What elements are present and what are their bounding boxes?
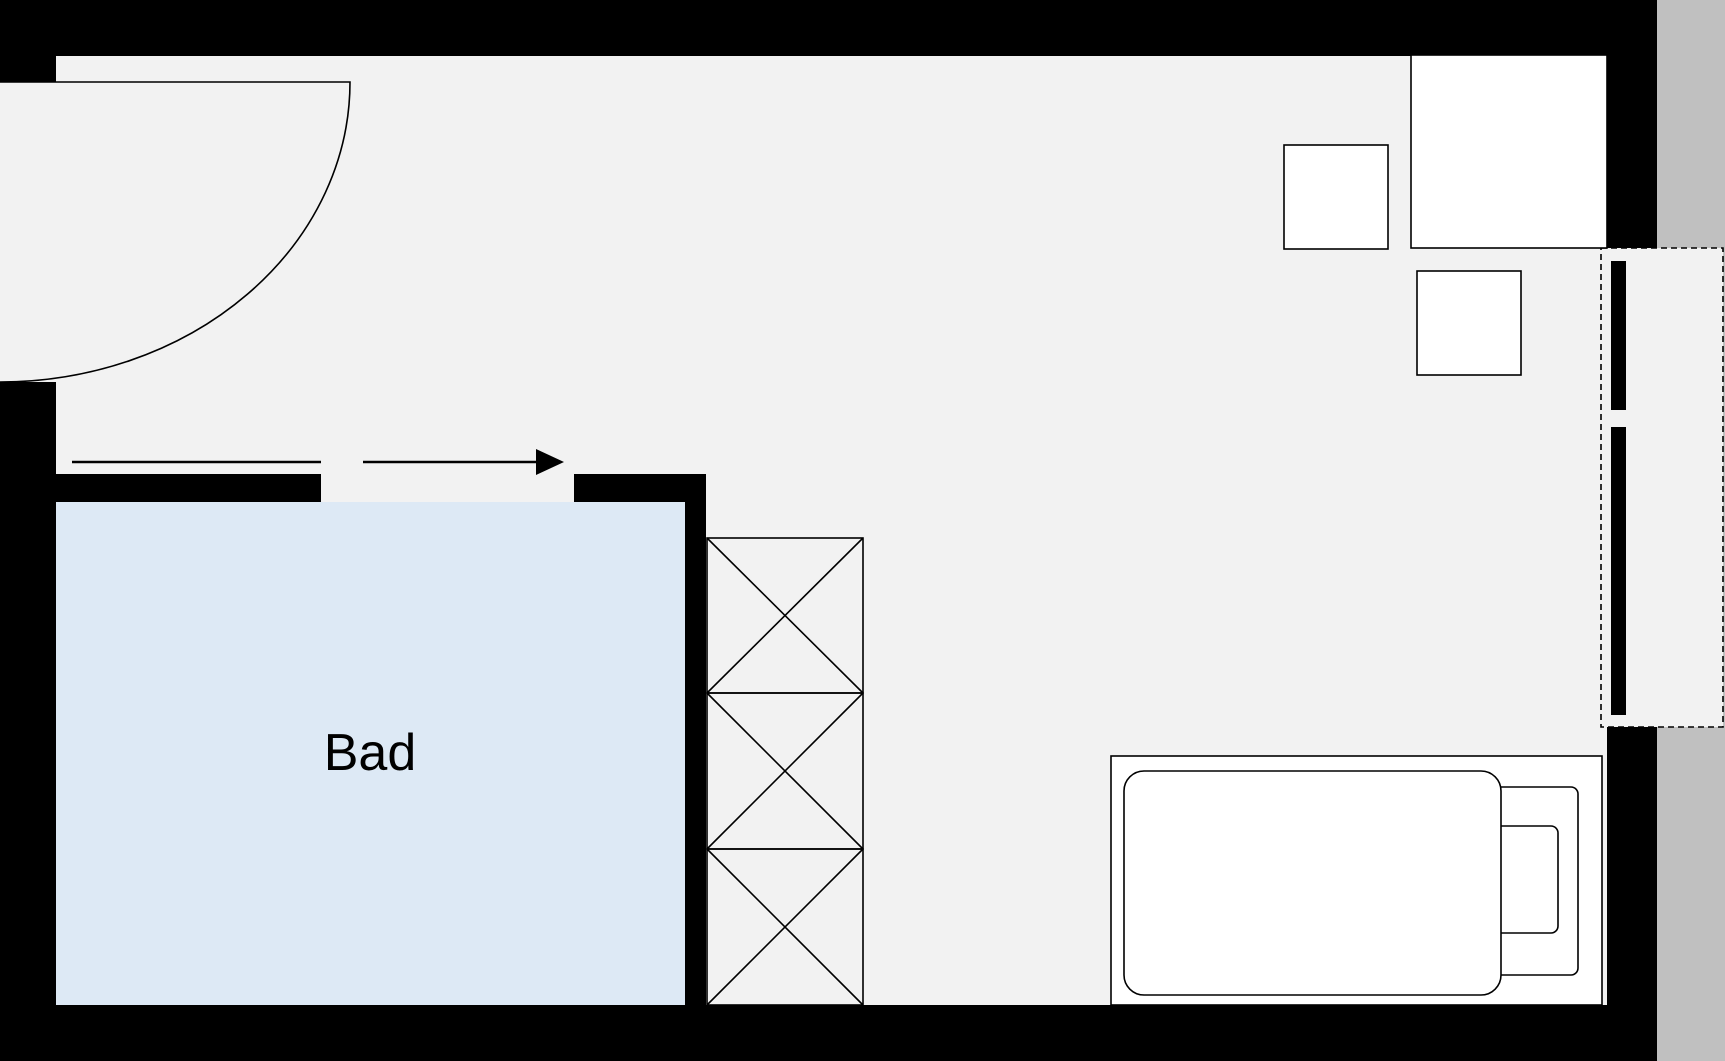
wardrobe-unit	[706, 848, 864, 1006]
pillow	[1493, 825, 1559, 934]
bathroom-floor	[56, 502, 685, 1005]
table	[1410, 54, 1608, 249]
bathroom-wall-right	[685, 474, 706, 1005]
chair-bottom	[1416, 270, 1522, 376]
window-pane-bottom	[1611, 427, 1626, 715]
sliding-door-arrow-icon	[536, 449, 564, 475]
mattress	[1123, 770, 1502, 996]
bed	[1110, 755, 1603, 1006]
window-pane-top	[1611, 261, 1626, 410]
wardrobe	[706, 537, 864, 1006]
bathroom-wall-top-left	[56, 474, 321, 502]
bathroom-label: Bad	[324, 724, 417, 782]
bathroom-wall-top-right	[574, 474, 706, 502]
chair-left	[1283, 144, 1389, 250]
entry-door-swing	[0, 81, 351, 383]
